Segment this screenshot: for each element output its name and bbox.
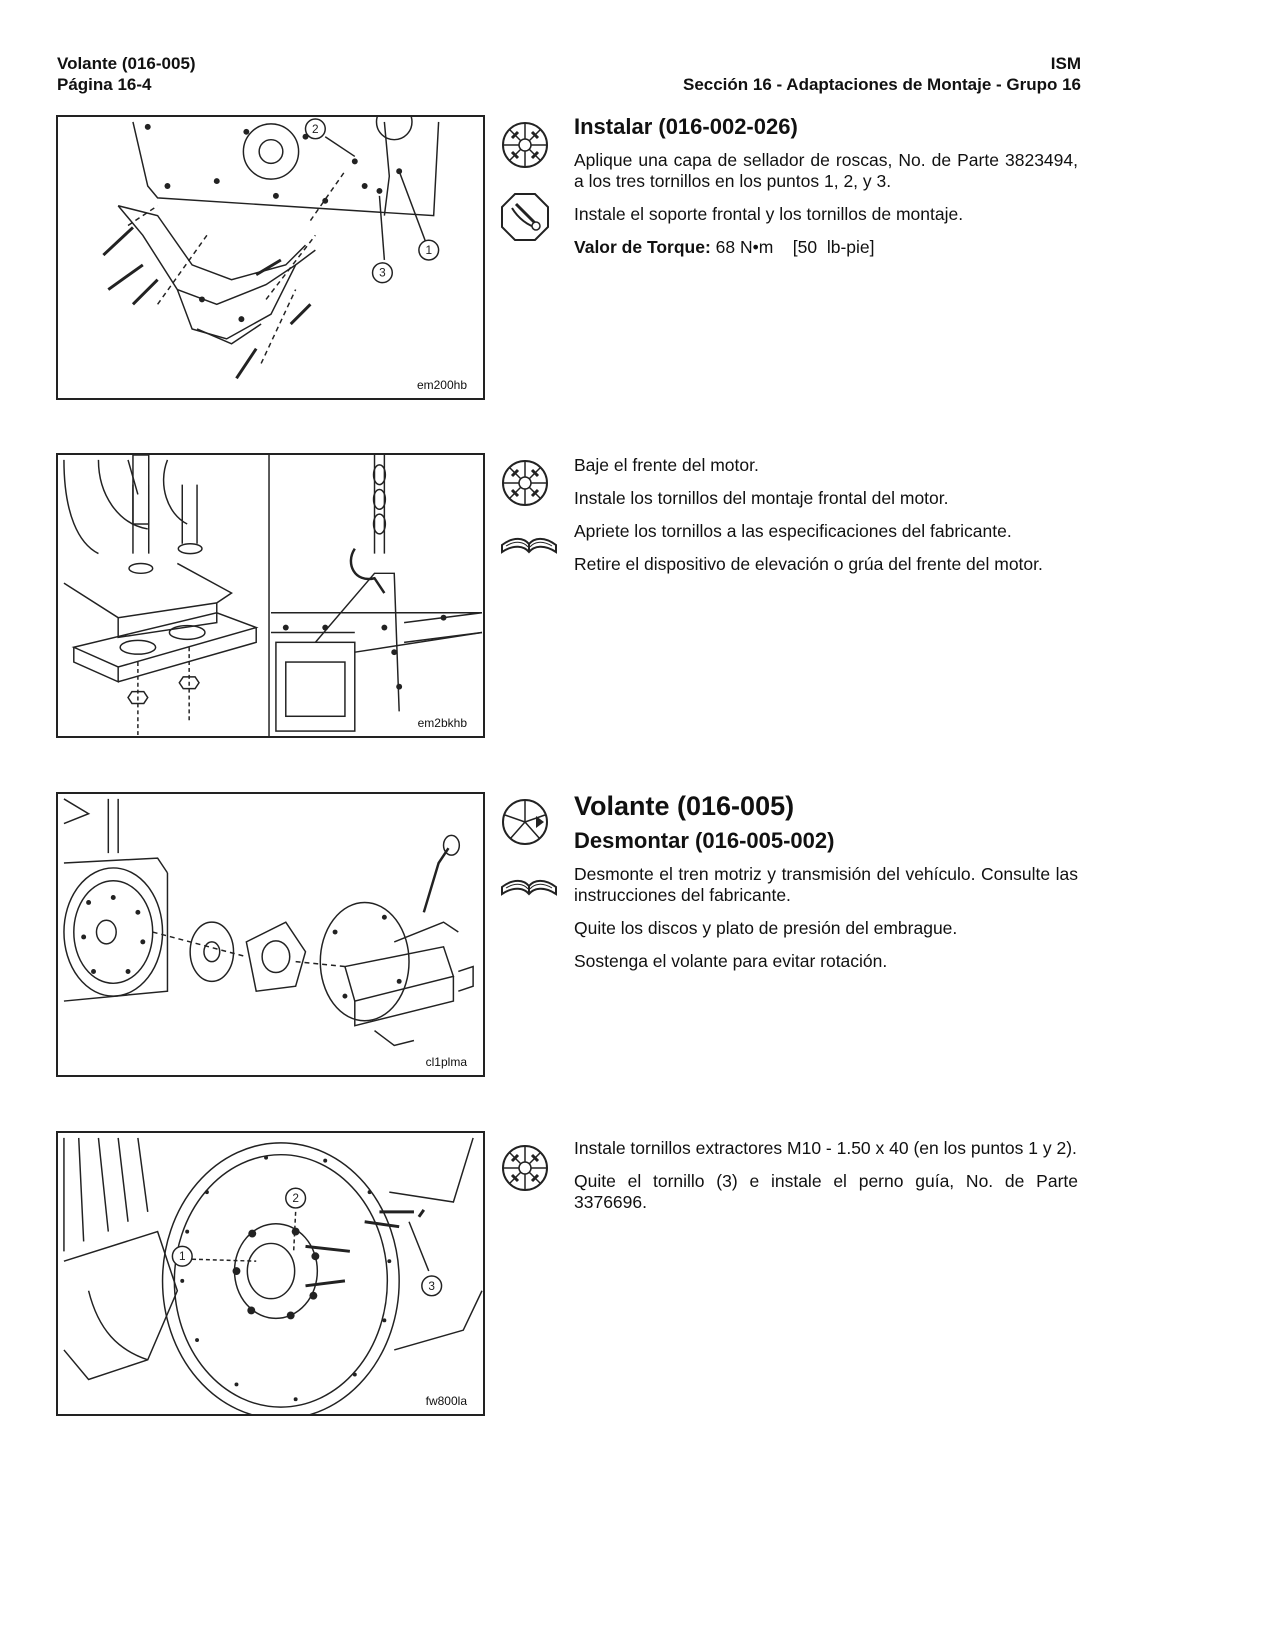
figure-engine-mount: em2bkhb	[56, 453, 485, 738]
flywheel-driveline-illustration	[63, 798, 474, 1047]
section-install-front-support: Instalar (016-002-026) Aplique una capa …	[574, 114, 1078, 270]
section-flywheel-removal: Volante (016-005) Desmontar (016-005-002…	[574, 790, 1078, 984]
page-header-right: ISM Sección 16 - Adaptaciones de Montaje…	[683, 53, 1081, 95]
callout-3-circle	[371, 262, 394, 284]
instruction-paragraph: Retire el dispositivo de elevación o grú…	[574, 554, 1043, 574]
instruction-paragraph: Instale los tornillos del montaje fronta…	[574, 488, 949, 508]
page-header-left: Volante (016-005) Página 16-4	[57, 53, 196, 95]
callout-1-circle	[171, 1245, 193, 1267]
callout-2-circle	[285, 1187, 307, 1209]
torque-spec: Valor de Torque: 68 N•m [50 lb-pie]	[574, 237, 1078, 258]
section-title: Instalar (016-002-026)	[574, 114, 798, 139]
figure-code: fw800la	[423, 1394, 469, 1408]
callout-1-label: 1	[425, 243, 432, 257]
figure-code: em200hb	[414, 378, 469, 392]
removal-wheel-icon	[500, 797, 550, 847]
callout-1-circle	[418, 239, 440, 261]
open-book-icon	[500, 528, 558, 562]
callout-3-label: 3	[379, 266, 386, 280]
figure-code: em2bkhb	[415, 716, 469, 730]
wrench-tools-icon	[500, 458, 550, 508]
callout-3-circle	[421, 1275, 443, 1297]
torque-label: Valor de Torque:	[574, 237, 711, 257]
torque-value: 68 N•m [50 lb-pie]	[715, 237, 875, 257]
header-page-number: Página 16-4	[57, 75, 152, 94]
callout-2-label: 2	[312, 122, 319, 136]
figure-code: cl1plma	[423, 1055, 469, 1069]
wrench-tools-icon	[500, 120, 550, 170]
instruction-paragraph: Quite el tornillo (3) e instale el perno…	[574, 1171, 1078, 1212]
callout-2-circle	[304, 118, 326, 140]
instruction-paragraph: Aplique una capa de sellador de roscas, …	[574, 150, 1078, 191]
header-model: ISM	[1050, 54, 1081, 73]
instruction-paragraph: Instale tornillos extractores M10 - 1.50…	[574, 1138, 1077, 1158]
figure-flywheel-driveline: cl1plma	[56, 792, 485, 1077]
header-chapter: Volante (016-005)	[57, 54, 196, 73]
flywheel-bolts-illustration: 2 1 3	[63, 1137, 483, 1414]
callout-3-label: 3	[428, 1279, 435, 1293]
wrench-tools-icon	[500, 1143, 550, 1193]
instruction-paragraph: Desmonte el tren motriz y transmisión de…	[574, 864, 1078, 905]
header-section: Sección 16 - Adaptaciones de Montaje - G…	[682, 75, 1081, 94]
figure-flywheel-bolts: 2 1 3 fw800la	[56, 1131, 485, 1416]
section-main-title: Volante (016-005)	[574, 791, 795, 821]
instruction-paragraph: Sostenga el volante para evitar rotación…	[574, 951, 888, 971]
section-puller-screws: Instale tornillos extractores M10 - 1.50…	[574, 1138, 1078, 1225]
open-book-icon	[500, 870, 558, 904]
front-support-illustration: 2 1 3	[102, 117, 440, 380]
instruction-paragraph: Apriete los tornillos a las especificaci…	[574, 521, 1012, 541]
section-title: Desmontar (016-005-002)	[574, 828, 835, 853]
torque-wrench-icon	[500, 192, 550, 242]
section-lower-engine: Baje el frente del motor. Instale los to…	[574, 455, 1078, 587]
callout-2-label: 2	[292, 1191, 299, 1205]
instruction-paragraph: Baje el frente del motor.	[574, 455, 759, 475]
engine-mount-illustration	[63, 455, 483, 736]
callout-1-label: 1	[179, 1249, 186, 1263]
instruction-paragraph: Quite los discos y plato de presión del …	[574, 918, 958, 938]
figure-front-support: 2 1 3 em200hb	[56, 115, 485, 400]
instruction-paragraph: Instale el soporte frontal y los tornill…	[574, 204, 964, 224]
